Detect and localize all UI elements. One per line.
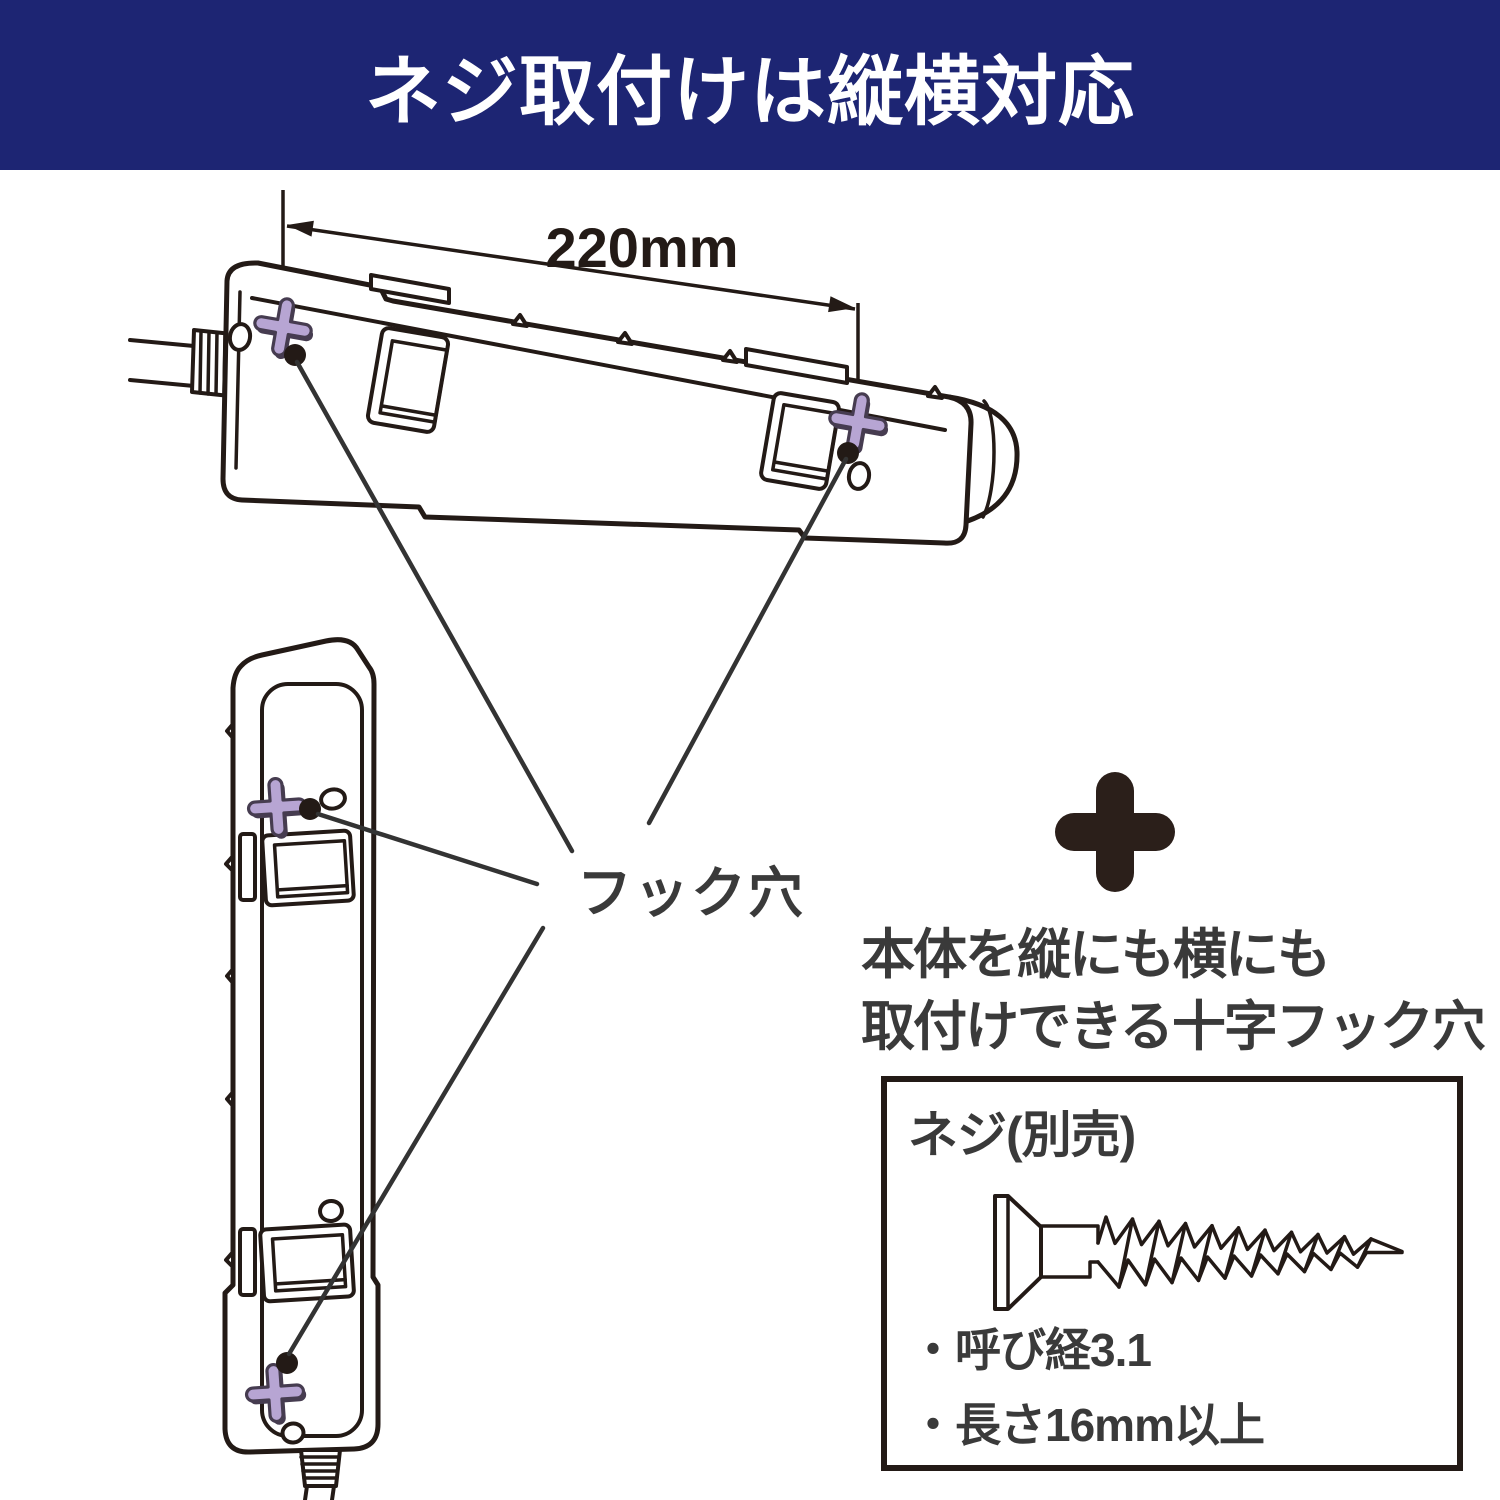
screw-drawing <box>993 1194 1404 1311</box>
screw-hole <box>318 1198 344 1224</box>
title-banner: ネジ取付けは縦横対応 <box>0 0 1500 170</box>
side-nub <box>225 722 235 740</box>
side-nub <box>224 854 235 873</box>
hook-hole-label: フック穴 <box>577 862 805 924</box>
cap-inner-line <box>234 290 242 470</box>
arrowhead-left-icon <box>287 220 314 237</box>
screw-spec-length: ・長さ16mm以上 <box>910 1399 1264 1451</box>
top-nub <box>721 349 739 364</box>
cable-left <box>128 328 234 398</box>
screw-info-box: ネジ(別売) ・呼び経3.1 ・長さ16mm以 <box>881 1076 1463 1471</box>
caption-line-1: 本体を縦にも横にも <box>861 925 1329 985</box>
strip-face <box>260 682 364 1438</box>
side-nub <box>225 967 235 985</box>
power-strip-vertical <box>222 637 381 1500</box>
side-clip <box>238 1227 257 1297</box>
box-border <box>881 1076 1463 1471</box>
socket-window-right <box>759 391 841 491</box>
socket-window-bottom <box>258 1222 356 1304</box>
caption-line-2: 取付けできる十字フック穴 <box>861 997 1486 1057</box>
dimension-arrow-line <box>286 224 856 311</box>
screw-hole <box>319 787 347 811</box>
dimension-220mm: 220mm <box>281 190 860 400</box>
side-clip <box>238 832 257 902</box>
power-strip-horizontal <box>128 260 1020 546</box>
screw-hole <box>227 322 253 352</box>
side-nub <box>224 1250 235 1269</box>
top-nub <box>511 313 529 328</box>
mount-clip-right <box>744 347 849 385</box>
screw-hole <box>280 1421 306 1445</box>
screw-hole <box>846 461 872 491</box>
cable-bottom <box>299 1448 342 1500</box>
callout-dot <box>299 798 321 820</box>
callout-dot <box>284 344 306 366</box>
top-nub <box>616 331 634 346</box>
screw-spec-diameter: ・呼び経3.1 <box>910 1324 1151 1376</box>
dimension-label: 220mm <box>545 216 738 279</box>
top-nub <box>926 385 944 400</box>
end-cap-seam <box>981 399 996 519</box>
cross-feature-note: 本体を縦にも横にも 取付けできる十字フック穴 <box>861 772 1488 1057</box>
page-title: ネジ取付けは縦横対応 <box>365 50 1135 135</box>
leader-lines <box>286 359 849 1357</box>
screw-box-title: ネジ(別売) <box>908 1107 1135 1163</box>
mount-clip-left <box>369 273 451 305</box>
arrowhead-right-icon <box>828 296 855 313</box>
side-nub <box>225 1090 235 1108</box>
callout-dot <box>837 442 859 464</box>
socket-window-left <box>365 326 451 434</box>
callout-dot <box>276 1352 298 1374</box>
socket-window-top <box>260 828 356 908</box>
